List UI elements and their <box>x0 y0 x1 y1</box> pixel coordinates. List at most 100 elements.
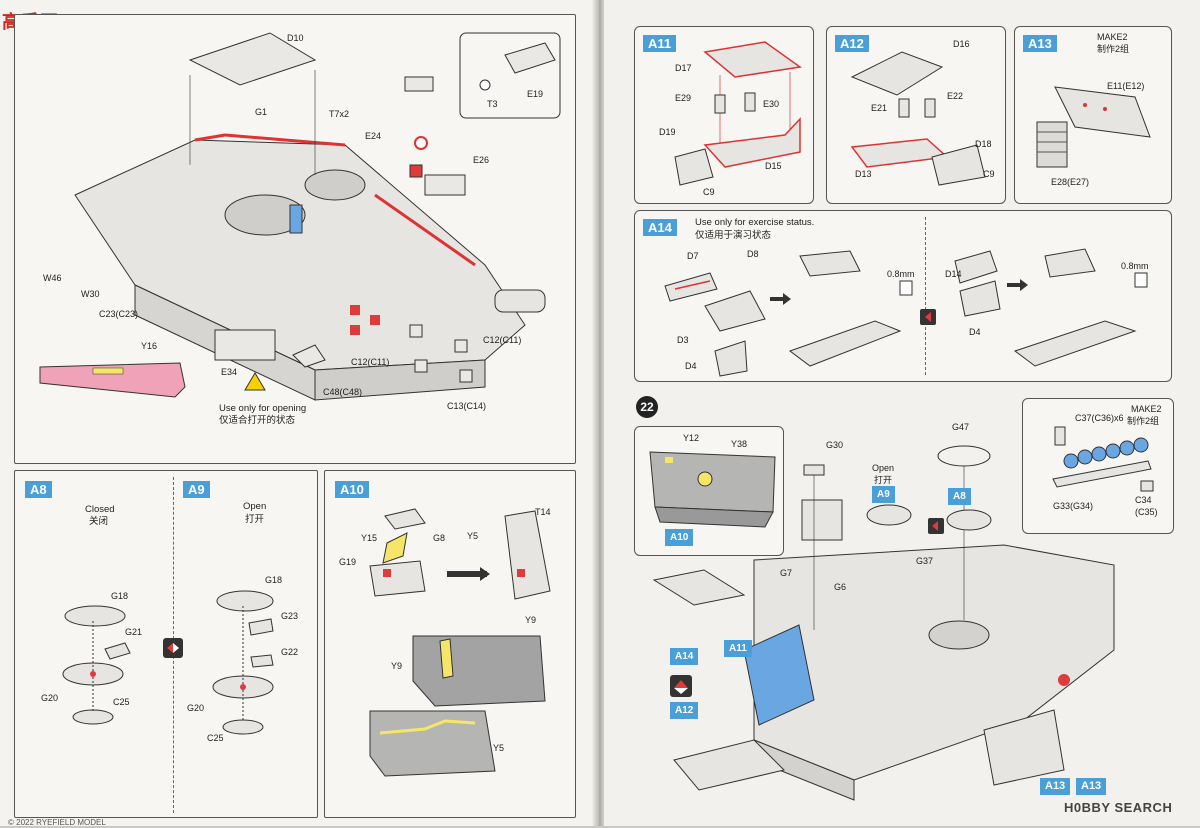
a14-drawing <box>664 248 1148 377</box>
step22-label-g47: G47 <box>952 422 970 432</box>
a9-label-g18: G18 <box>265 575 283 585</box>
a11-label-e30: E30 <box>763 99 780 109</box>
a8-label-g18: G18 <box>111 591 129 601</box>
a9-label-g23: G23 <box>281 611 299 621</box>
tag-a9: A9 <box>183 481 210 498</box>
label-d10: D10 <box>287 33 304 43</box>
a14-label-d14: D14 <box>945 269 962 279</box>
step22-tag-a9: A9 <box>872 486 895 503</box>
a8-label-g20: G20 <box>41 693 59 703</box>
a12-label-e21: E21 <box>871 103 888 113</box>
inset-label-y12: Y12 <box>683 433 700 443</box>
label-c13: C13(C14) <box>447 401 487 411</box>
step22-open-en: Open <box>872 463 895 473</box>
a13-make-en: MAKE2 <box>1097 32 1128 42</box>
label-e19: E19 <box>527 89 544 99</box>
a14-label-d7: D7 <box>687 251 699 261</box>
inset-a10-drawing <box>649 451 776 528</box>
a8-label-g21: G21 <box>125 627 143 637</box>
a10-label-t14: T14 <box>535 507 551 517</box>
right-page: A11 D17 E29 E30 D19 C9 D15 A12 D16 E21 E… <box>604 0 1200 826</box>
make2-label-g33: G33(G34) <box>1053 501 1094 511</box>
panel-a11: A11 D17 E29 E30 D19 C9 D15 <box>634 26 814 204</box>
panel-a10: A10 Y15 G8 G19 Y5 T14 Y9 Y9 Y5 <box>324 470 576 818</box>
a14-note-cn: 仅适用于演习状态 <box>695 230 772 241</box>
a10-label-y9-top: Y9 <box>525 615 537 625</box>
a13-make-cn: 制作2组 <box>1097 44 1130 54</box>
panel-a8-a9: A8 Closed 关闭 A9 Open 打开 G18 G21 G20 C25 <box>14 470 318 818</box>
a14-label-d3: D3 <box>677 335 689 345</box>
step22-inset-a10: Y12 Y38 A10 <box>634 426 784 556</box>
label-t3: T3 <box>487 99 498 109</box>
a9-label-g22: G22 <box>281 647 299 657</box>
label-e24: E24 <box>365 131 382 141</box>
inset-label-y38: Y38 <box>731 439 748 449</box>
label-e34: E34 <box>221 367 238 377</box>
footer-copyright: © 2022 RYEFIELD MODEL <box>8 818 106 827</box>
inset-tag-a10: A10 <box>665 529 694 546</box>
label-c12-b: C12(C11) <box>483 335 522 345</box>
a12-drawing <box>850 51 986 186</box>
step22-label-g30: G30 <box>826 440 844 450</box>
step22-tag-a13-paren: A13 <box>1076 778 1107 795</box>
a12-label-c9: C9 <box>983 169 995 179</box>
label-c23: C23(C23) <box>99 309 139 319</box>
tag-a14: A14 <box>643 219 677 236</box>
a11-label-d19: D19 <box>659 127 676 137</box>
step22-tag-a12: A12 <box>670 702 699 719</box>
tag-a11: A11 <box>643 35 677 52</box>
label-w46: W46 <box>43 273 62 283</box>
make2-label-c34: C34 <box>1135 495 1152 505</box>
a10-label-y5: Y5 <box>493 743 505 753</box>
make2-drawing <box>1052 426 1154 492</box>
a11-label-d17: D17 <box>675 63 692 73</box>
label-t7x2: T7x2 <box>329 109 350 119</box>
a13-label-e11: E11(E12) <box>1107 81 1145 91</box>
a12-label-d13: D13 <box>855 169 872 179</box>
a12-label-d16: D16 <box>953 39 970 49</box>
a10-label-y9: Y9 <box>391 661 403 671</box>
a8-title-en: Closed <box>85 504 115 515</box>
a10-label-g19: G19 <box>339 557 357 567</box>
a14-note-en: Use only for exercise status. <box>695 217 815 228</box>
opening-note-en: Use only for opening <box>219 403 307 414</box>
a10-label-y15: Y15 <box>361 533 378 543</box>
tag-a8: A8 <box>25 481 52 498</box>
a12-label-d18: D18 <box>975 139 992 149</box>
step22-inset-make2: MAKE2 制作2组 C37(C36)x6 G33(G34) C34 (C35) <box>1022 398 1174 534</box>
label-e26: E26 <box>473 155 490 165</box>
a9-label-g20: G20 <box>187 703 205 713</box>
panel-a12: A12 D16 E21 E22 D18 D13 C9 <box>826 26 1006 204</box>
step22-label-g37: G37 <box>916 556 934 566</box>
panel-a13: A13 MAKE2 制作2组 E11(E12) E28(E27) <box>1014 26 1172 204</box>
step22-tag-a8: A8 <box>948 488 971 505</box>
a12-label-e22: E22 <box>947 91 964 101</box>
a11-label-d15: D15 <box>765 161 782 171</box>
a10-drawing <box>369 508 551 777</box>
left-page: 高手网 <box>0 0 596 827</box>
hull-drawing <box>39 32 561 401</box>
a8-a9-drawing <box>62 590 274 735</box>
a11-label-e29: E29 <box>675 93 692 103</box>
label-c12-a: C12(C11) <box>351 357 390 367</box>
a13-label-e28: E28(E27) <box>1051 177 1090 187</box>
a9-label-c25: C25 <box>207 733 224 743</box>
tag-a12: A12 <box>835 35 869 52</box>
label-c48: C48(C48) <box>323 387 363 397</box>
step-number: 22 <box>636 396 658 418</box>
make2-label-c37: C37(C36)x6 <box>1075 413 1124 423</box>
panel-hull-top: D10 G1 T7x2 E24 E19 T3 E26 W46 W30 C23(C… <box>14 14 576 464</box>
a8-title-cn: 关闭 <box>89 516 109 527</box>
step22-tag-a14: A14 <box>670 648 699 665</box>
opening-note-cn: 仅适合打开的状态 <box>219 415 296 426</box>
a9-title-cn: 打开 <box>245 514 265 525</box>
tag-a10: A10 <box>335 481 369 498</box>
step22-open-cn: 打开 <box>874 475 893 485</box>
a14-label-d8: D8 <box>747 249 759 259</box>
a14-label-08mm-a: 0.8mm <box>887 269 915 279</box>
a10-label-y5-top: Y5 <box>467 531 479 541</box>
hobby-search-logo: H0BBY SEARCH <box>1064 800 1173 815</box>
label-w30: W30 <box>81 289 100 299</box>
step22-label-g7: G7 <box>780 568 793 578</box>
a10-label-g8: G8 <box>433 533 446 543</box>
